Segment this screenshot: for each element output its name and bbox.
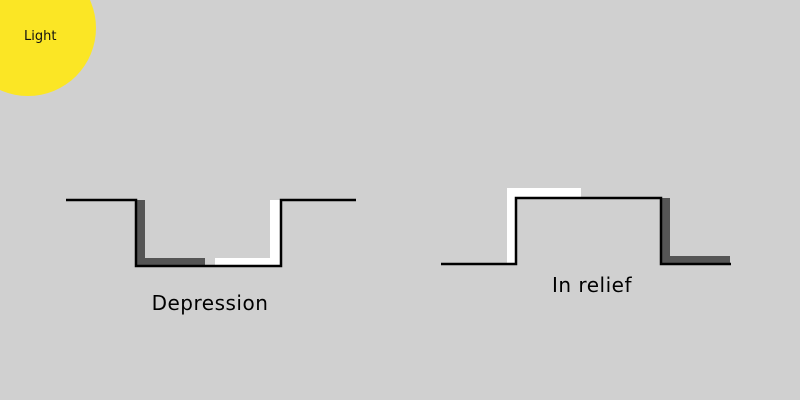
depression-label: Depression — [151, 291, 269, 315]
depression-shadow-wall — [137, 200, 145, 264]
relief-label: In relief — [552, 273, 632, 297]
depression-shadow-floor — [137, 258, 205, 266]
relief-diagram — [441, 188, 731, 266]
depression-highlight-floor — [215, 258, 281, 266]
relief-highlight-wall — [507, 188, 516, 265]
depression-highlight-wall — [270, 200, 280, 264]
depression-outline — [66, 198, 356, 268]
depression-diagram — [66, 198, 356, 268]
relief-highlight-top — [507, 188, 581, 197]
light-source-sun — [0, 0, 96, 96]
relief-outline — [441, 196, 731, 266]
relief-shadow-ground — [662, 256, 730, 264]
light-label: Light — [24, 29, 57, 44]
relief-shadow-wall — [662, 198, 670, 264]
